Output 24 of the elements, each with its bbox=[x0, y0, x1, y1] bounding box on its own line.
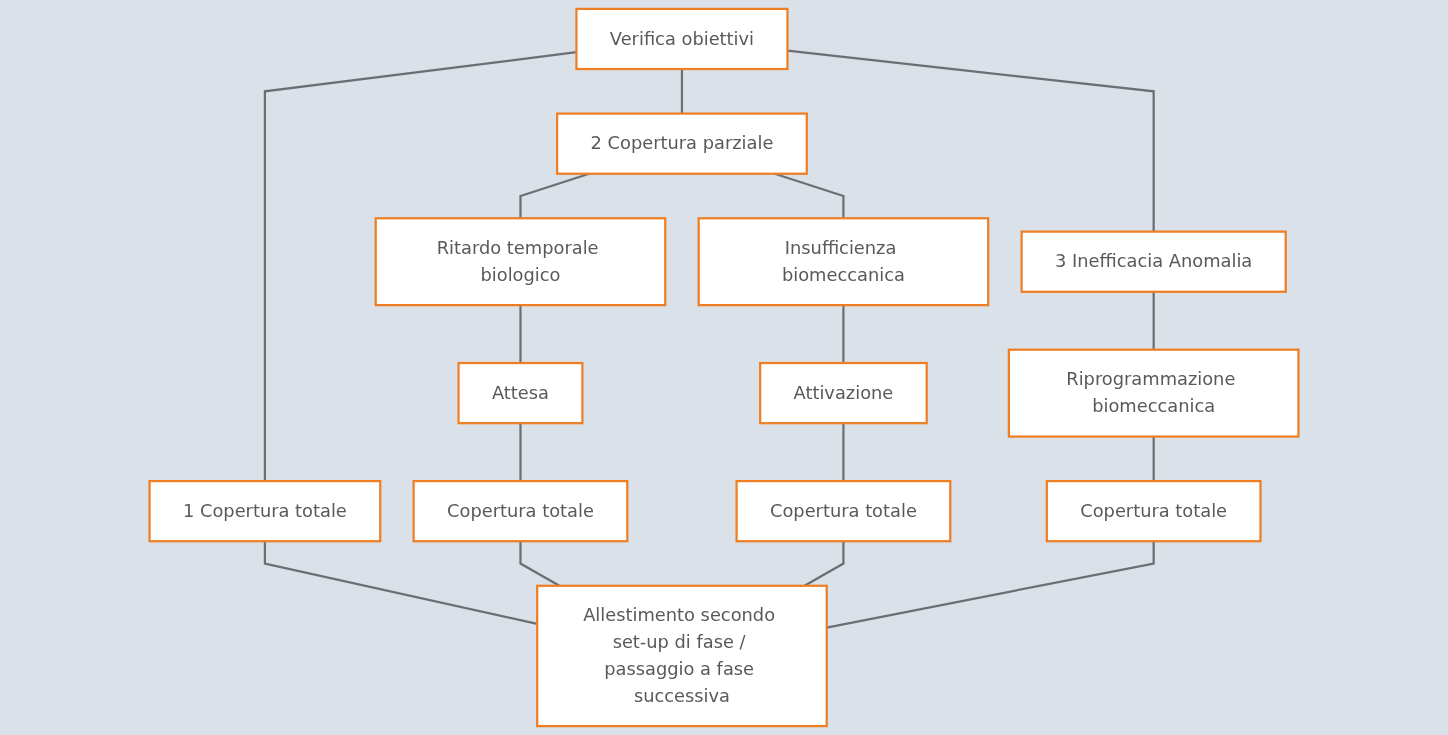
node-box: Riprogrammazione biomeccanica bbox=[1007, 348, 1300, 438]
connector bbox=[519, 423, 522, 482]
connector bbox=[842, 305, 845, 364]
node-box: Attesa bbox=[457, 361, 584, 425]
node-box: 1 Copertura totale bbox=[148, 479, 382, 543]
node-box: Allestimento secondo set-up di fase / passaggio a fase successiva bbox=[536, 584, 828, 728]
node-box: 2 Copertura parziale bbox=[556, 112, 808, 175]
connector bbox=[787, 49, 1155, 232]
node-box: Insufficienza biomeccanica bbox=[697, 217, 990, 307]
node-box: Copertura totale bbox=[1045, 479, 1262, 543]
node-box: Ritardo temporale biologico bbox=[374, 217, 667, 307]
node-box: 3 Inefficacia Anomalia bbox=[1020, 230, 1287, 293]
connector bbox=[263, 541, 538, 625]
node-box: Copertura totale bbox=[412, 479, 629, 543]
connector bbox=[826, 541, 1155, 629]
node-box: Attivazione bbox=[759, 361, 928, 425]
connector bbox=[1152, 291, 1155, 350]
node-box: Verifica obiettivi bbox=[575, 7, 789, 71]
node-box: Copertura totale bbox=[735, 479, 952, 543]
connector bbox=[1152, 436, 1155, 482]
connector bbox=[842, 423, 845, 482]
connector bbox=[519, 305, 522, 364]
connector bbox=[680, 69, 684, 114]
connector bbox=[263, 51, 577, 482]
